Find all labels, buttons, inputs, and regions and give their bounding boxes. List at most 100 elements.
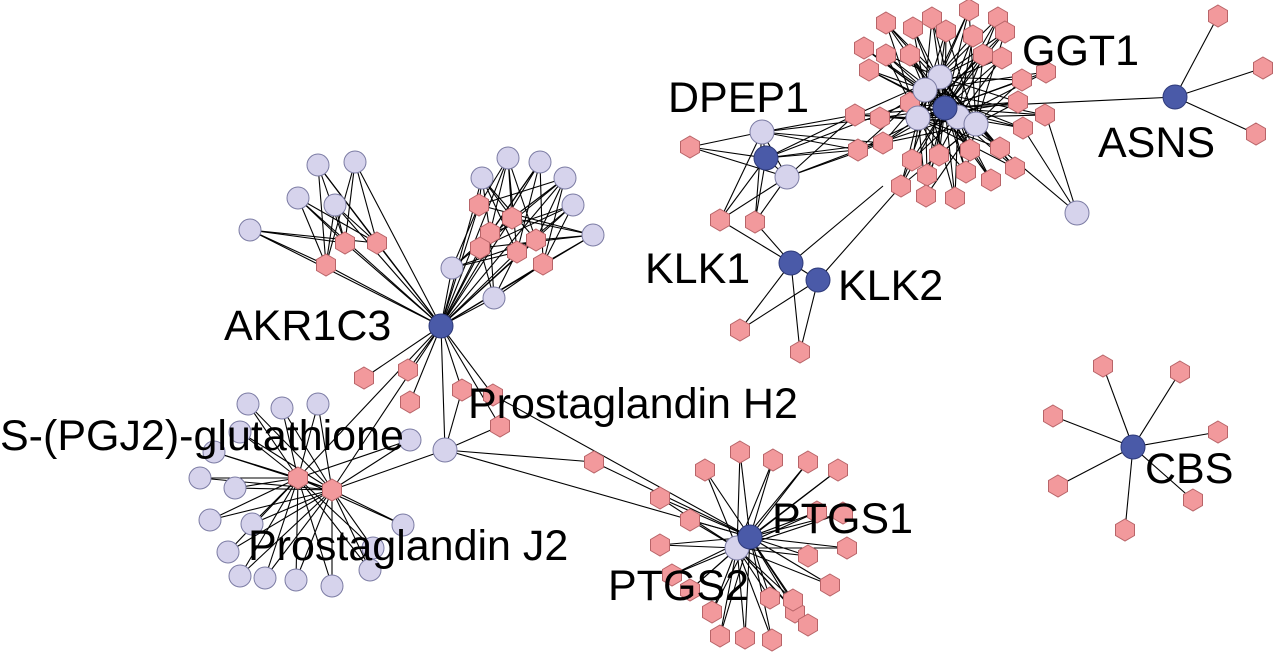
label-layer: GGT1 DPEP1 ASNS KLK1 KLK2 AKR1C3 Prostag…	[0, 27, 1233, 610]
label-akr1c3: AKR1C3	[224, 302, 391, 350]
compound-node	[1012, 68, 1032, 92]
edge	[247, 403, 333, 491]
edge	[334, 204, 442, 327]
edge	[659, 497, 751, 538]
label-ggt1: GGT1	[1022, 27, 1139, 75]
compound-node	[452, 378, 472, 402]
hub-node-akr1c3	[428, 313, 454, 339]
edge	[478, 177, 566, 206]
edge	[739, 451, 751, 538]
edge	[593, 461, 751, 538]
edge	[234, 487, 333, 491]
compound-node	[973, 43, 993, 67]
edge	[1045, 114, 1078, 214]
compound-node	[990, 136, 1010, 160]
compound-node	[833, 501, 853, 525]
edge	[736, 547, 773, 641]
compound-node	[710, 208, 730, 232]
hub-node-asns	[1162, 84, 1188, 110]
compound-node	[650, 533, 670, 557]
compound-node-prostaglandin-j2	[322, 478, 342, 502]
gene-node	[240, 512, 264, 536]
edge	[281, 407, 333, 491]
compound-node	[533, 252, 553, 276]
edge	[331, 489, 371, 571]
gene-node	[553, 166, 577, 190]
compound-node	[398, 358, 418, 382]
compound-node-s-pgj2-glutathione	[288, 466, 308, 490]
compound-node	[710, 624, 730, 648]
compound-node	[959, 0, 979, 22]
label-klk1: KLK1	[645, 245, 750, 293]
gene-node	[216, 540, 240, 564]
edge	[440, 325, 446, 451]
gene-node	[528, 150, 552, 174]
compound-node	[798, 544, 818, 568]
compound-node	[507, 240, 527, 264]
gene-node-ggt-e	[963, 111, 989, 137]
compound-node	[783, 588, 803, 612]
compound-node	[870, 106, 890, 130]
edge	[939, 76, 1023, 81]
edge	[440, 325, 494, 396]
compound-node	[763, 448, 783, 472]
compound-node	[859, 58, 879, 82]
edge	[790, 185, 884, 264]
edge	[317, 403, 333, 491]
compound-node	[650, 486, 670, 510]
edge	[264, 489, 333, 579]
compound-node	[470, 236, 490, 260]
gene-node	[223, 476, 247, 500]
gene-node	[284, 568, 308, 592]
edge	[331, 449, 446, 491]
compound-node	[903, 16, 923, 40]
compound-node	[820, 573, 840, 597]
compound-node	[1115, 518, 1135, 542]
compound-node	[873, 131, 893, 155]
edge	[765, 149, 859, 159]
compound-node	[1170, 360, 1190, 384]
compound-node	[1183, 488, 1203, 512]
edge	[944, 107, 956, 199]
compound-node	[854, 36, 874, 60]
edge	[363, 325, 442, 379]
edge	[739, 262, 792, 331]
compound-node	[1253, 56, 1273, 80]
edge	[1057, 446, 1134, 487]
edge	[239, 431, 299, 479]
edge	[354, 161, 378, 244]
compound-node	[945, 186, 965, 210]
edge	[924, 89, 956, 199]
compound-node	[745, 210, 765, 234]
compound-node	[702, 600, 722, 624]
compound-node	[876, 11, 896, 35]
compound-node	[798, 450, 818, 474]
edge	[749, 512, 844, 538]
edge	[295, 489, 333, 581]
edge	[1132, 431, 1219, 448]
gene-node	[306, 392, 330, 416]
gene-node-ph2	[432, 437, 458, 463]
compound-node	[960, 138, 980, 162]
edge	[297, 439, 411, 479]
compound-node	[807, 500, 827, 524]
edge	[975, 31, 1006, 125]
edge	[264, 477, 299, 579]
compound-node	[367, 231, 387, 255]
compound-node	[1035, 103, 1055, 127]
edge	[719, 131, 763, 221]
edge	[440, 177, 566, 327]
gene-node	[343, 150, 367, 174]
edge	[939, 76, 1019, 103]
edge	[507, 157, 537, 241]
gene-node	[320, 574, 344, 598]
gene-node	[228, 564, 252, 588]
edge	[249, 229, 442, 327]
compound-node	[1005, 156, 1025, 180]
edge	[719, 176, 788, 221]
compound-node	[790, 340, 810, 364]
edge	[507, 157, 518, 253]
edge	[297, 477, 404, 526]
compound-node	[1093, 354, 1113, 378]
compound-node	[1208, 420, 1228, 444]
